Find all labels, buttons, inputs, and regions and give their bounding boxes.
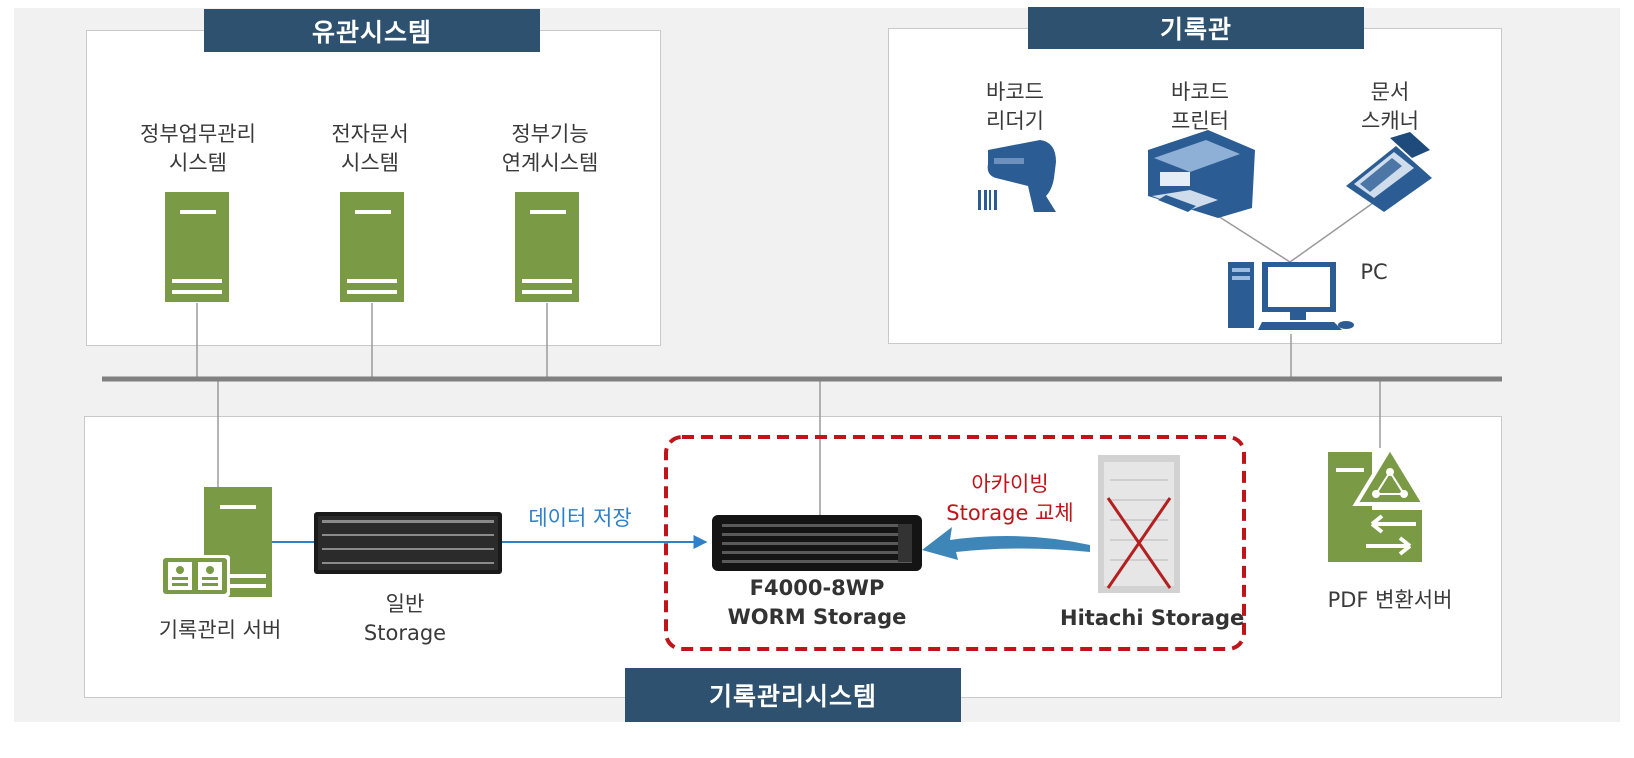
pdf-server-icon <box>1328 444 1428 562</box>
pc-label: PC <box>1360 260 1388 284</box>
worm-storage-icon <box>712 515 922 571</box>
records-server-icon <box>160 487 272 597</box>
server-icon <box>165 192 229 302</box>
server-icon <box>340 192 404 302</box>
connector-lines <box>196 194 1381 515</box>
scanner-icon <box>1346 132 1432 212</box>
general-storage-icon <box>314 512 502 574</box>
data-store-label: 데이터 저장 <box>528 506 632 530</box>
pdf-server-label: PDF 변환서버 <box>1327 588 1453 612</box>
related-systems-title: 유관시스템 <box>204 9 540 52</box>
server-icon <box>515 192 579 302</box>
archiving-arrow <box>922 527 1090 560</box>
hitachi-storage-icon <box>1098 455 1180 593</box>
replacement-highlight-box <box>664 435 1246 651</box>
records-office-title: 기록관 <box>1028 7 1364 49</box>
hitachi-storage-label: Hitachi Storage <box>1060 606 1245 630</box>
pc-icon <box>1228 262 1354 330</box>
records-management-title: 기록관리시스템 <box>625 668 961 722</box>
barcode-printer-icon <box>1148 130 1255 218</box>
barcode-reader-icon <box>978 140 1056 212</box>
records-server-label: 기록관리 서버 <box>158 618 282 642</box>
